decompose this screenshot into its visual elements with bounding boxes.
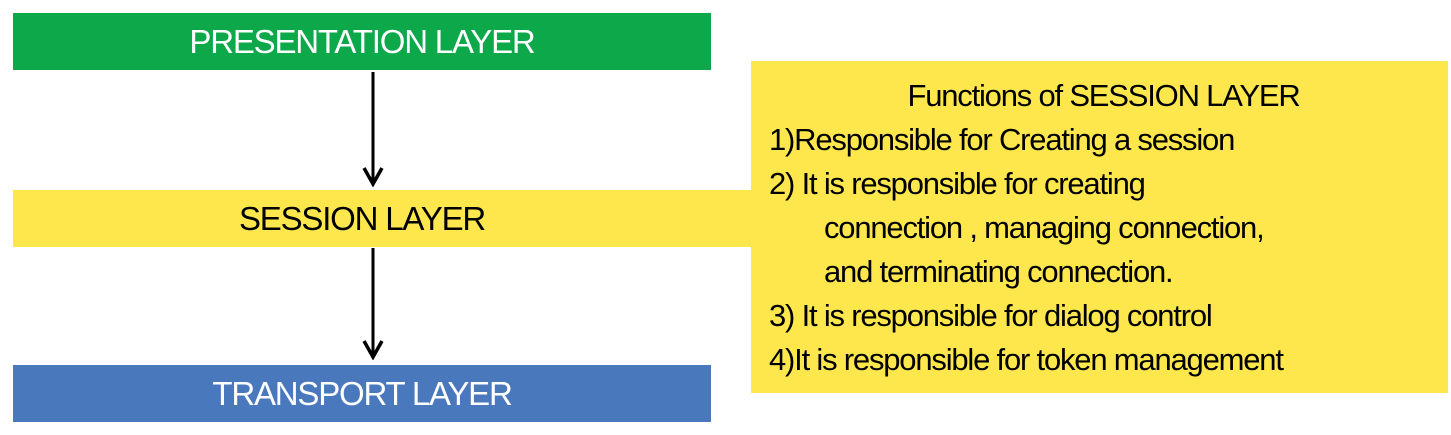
function-item-1: 1)Responsible for Creating a session — [769, 122, 1235, 157]
session-layer-box: SESSION LAYER — [13, 190, 763, 247]
function-item-4: 4)It is responsible for token management — [769, 342, 1284, 377]
functions-title: Functions of SESSION LAYER — [907, 78, 1300, 113]
function-item-2-continued: and terminating connection. — [824, 254, 1174, 289]
presentation-layer-box: PRESENTATION LAYER — [13, 13, 711, 70]
arrow-down-icon — [362, 72, 384, 187]
arrow-down-icon — [362, 248, 384, 360]
transport-layer-box: TRANSPORT LAYER — [13, 365, 711, 422]
function-item-3: 3) It is responsible for dialog control — [769, 298, 1213, 333]
session-functions-box: Functions of SESSION LAYER 1)Responsible… — [751, 61, 1448, 393]
session-layer-label: SESSION LAYER — [238, 199, 486, 237]
presentation-layer-label: PRESENTATION LAYER — [189, 22, 535, 60]
function-item-2-continued: connection , managing connection, — [824, 210, 1265, 245]
transport-layer-label: TRANSPORT LAYER — [212, 374, 512, 412]
function-item-2: 2) It is responsible for creating — [769, 166, 1146, 201]
